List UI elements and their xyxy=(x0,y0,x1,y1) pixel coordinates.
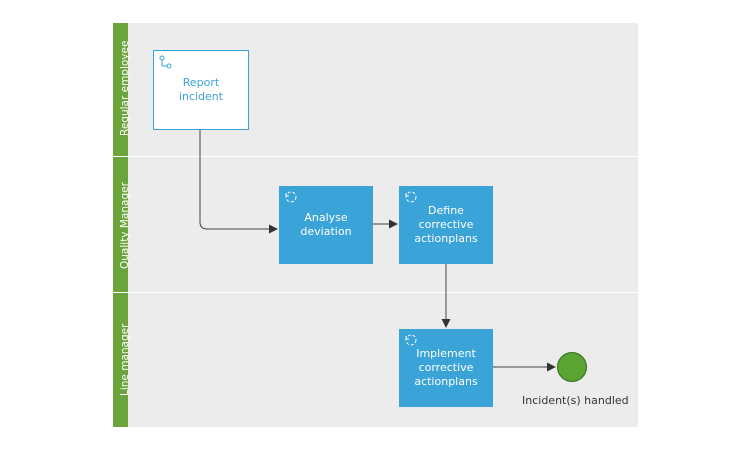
task-label: Define corrective actionplans xyxy=(414,204,478,245)
lane-line-manager-area xyxy=(128,293,638,427)
task-define-corrective-actionplans[interactable]: Define corrective actionplans xyxy=(399,186,493,264)
task-label: Analyse deviation xyxy=(300,211,352,238)
flow-report-to-analyse[interactable] xyxy=(199,130,278,234)
task-label: Report incident xyxy=(178,76,224,103)
lane-line-manager-header[interactable] xyxy=(113,293,128,427)
lane-separator xyxy=(113,156,638,157)
lane-regular-employee-header[interactable] xyxy=(113,23,128,156)
task-label: Implement corrective actionplans xyxy=(414,347,478,388)
end-event-label: Incident(s) handled xyxy=(522,394,629,407)
loop-icon xyxy=(405,191,417,203)
task-report-incident[interactable]: Report incident xyxy=(153,50,249,130)
lane-quality-manager-header[interactable] xyxy=(113,157,128,292)
loop-icon xyxy=(405,334,417,346)
end-event-incident-handled[interactable] xyxy=(557,352,587,382)
task-analyse-deviation[interactable]: Analyse deviation xyxy=(279,186,373,264)
loop-icon xyxy=(285,191,297,203)
subprocess-icon xyxy=(159,55,172,69)
lane-separator xyxy=(113,292,638,293)
task-implement-corrective-actionplans[interactable]: Implement corrective actionplans xyxy=(399,329,493,407)
